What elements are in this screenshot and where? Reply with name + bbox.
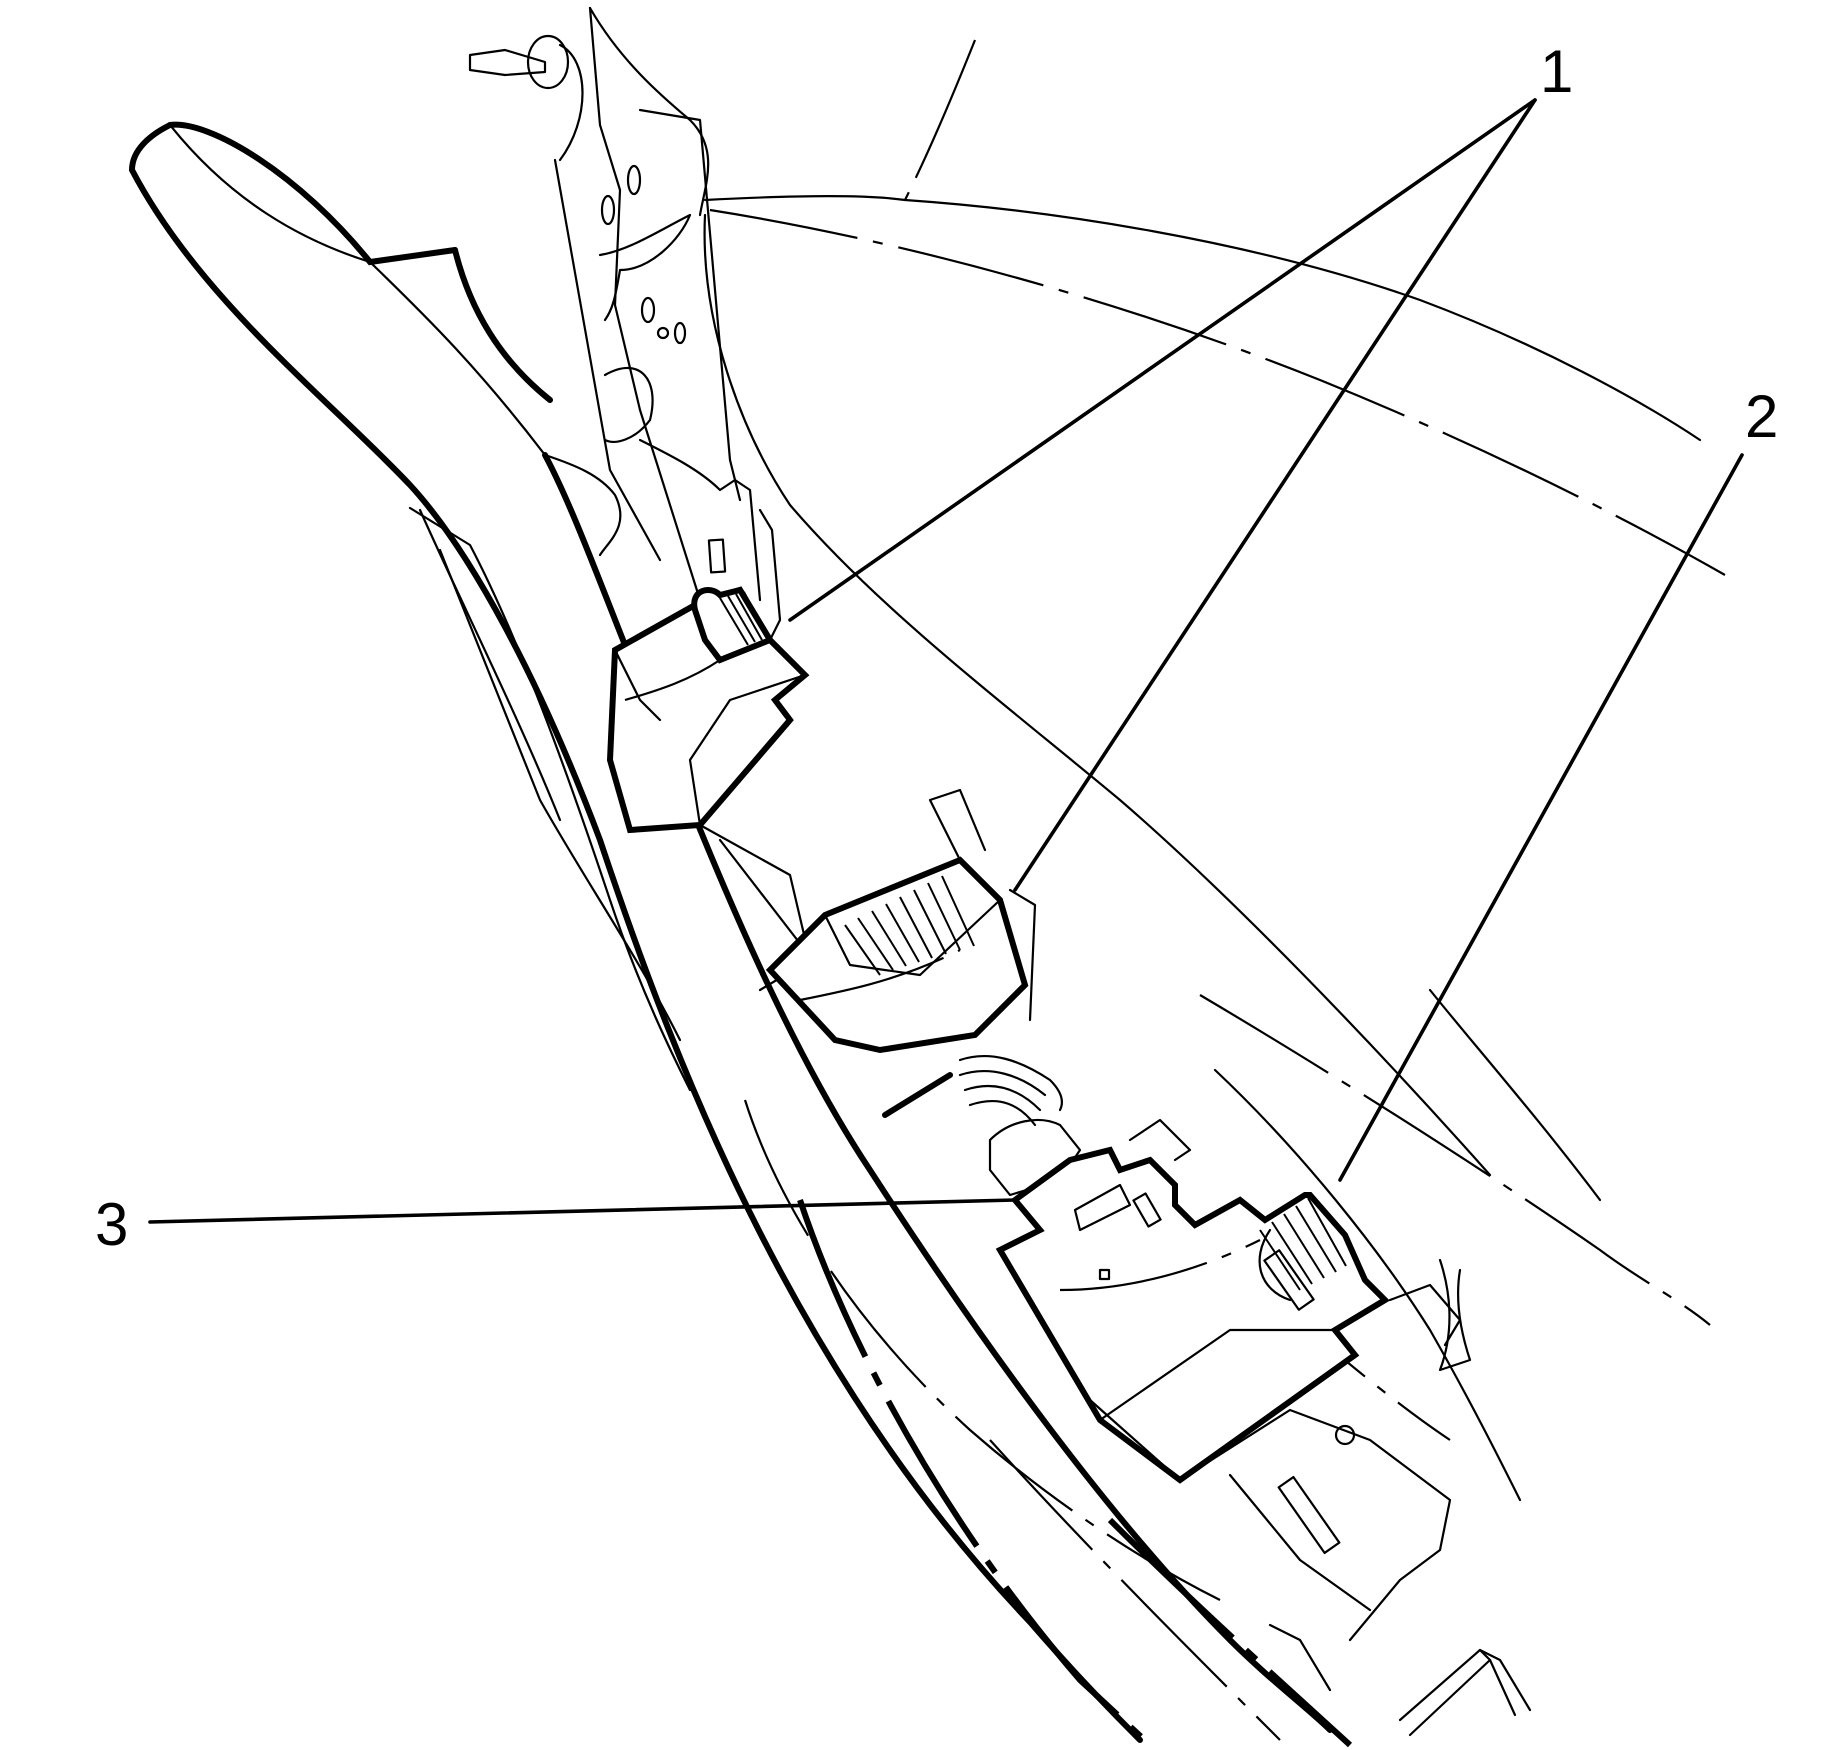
upper-bracket [468,6,1492,1177]
background-contours [703,39,1726,1748]
callout-3: 3 [95,1191,128,1258]
lower-bracket [1398,1648,1532,1737]
leader-lines [148,98,1744,1224]
leader-1a [788,98,1537,622]
leader-3 [148,1198,1017,1224]
middle-connector [765,788,1064,1127]
callout-1: 1 [1540,38,1573,105]
leader-2 [1338,453,1744,1182]
callout-2: 2 [1745,383,1778,450]
lower-connector [988,1118,1472,1692]
upper-connector [606,586,812,992]
leader-1b [1013,98,1537,892]
